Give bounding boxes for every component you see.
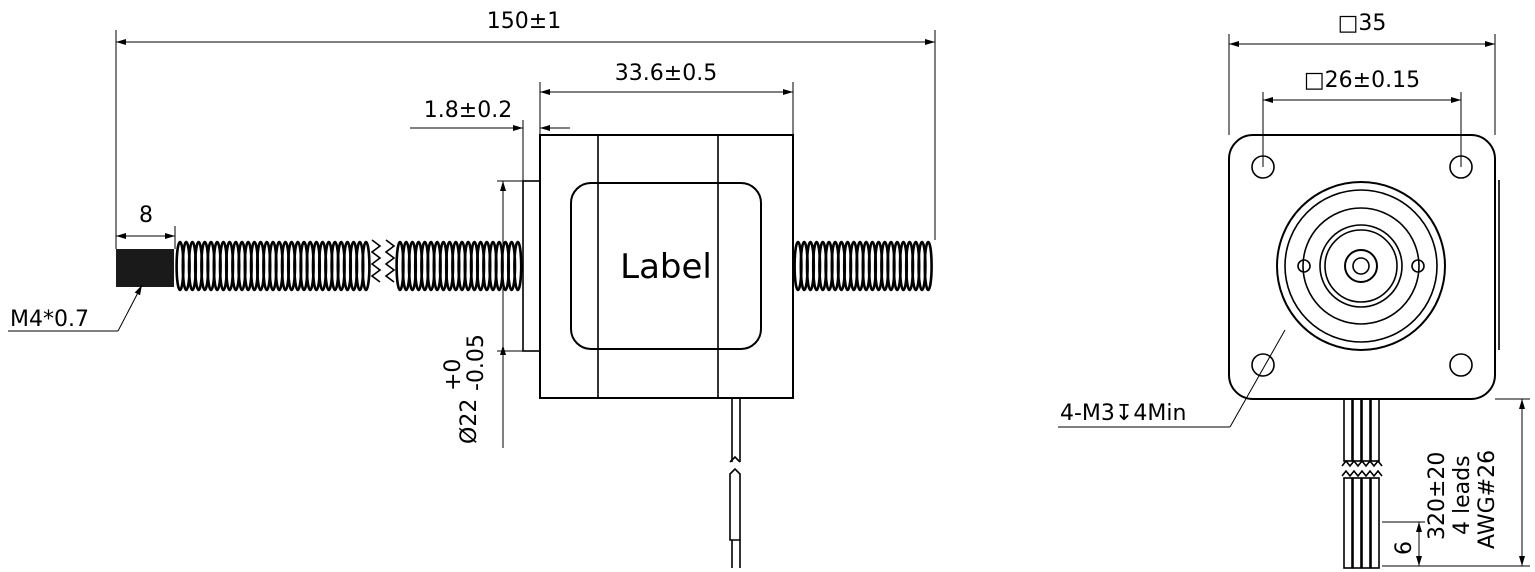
side-view: Label 150±1 33.6±0.5 1.8±0.2 <box>8 9 936 568</box>
dim-thread-length: 8 <box>116 203 176 249</box>
dim-hole-spacing: □26±0.15 <box>1262 68 1462 167</box>
boss-tol-plus-text: +0 <box>441 359 466 391</box>
flange-hole-left <box>1297 259 1311 273</box>
hole-spacing-text: □26±0.15 <box>1304 68 1420 93</box>
shaft-nut <box>1344 249 1378 283</box>
lead-3-upper <box>1361 398 1371 462</box>
face-ring-2 <box>1284 189 1438 343</box>
lead-2-lower <box>1352 477 1362 569</box>
wire-gauge-text: AWG#26 <box>1475 450 1500 549</box>
face-ring-3 <box>1302 207 1420 325</box>
label-text: Label <box>620 247 712 287</box>
threaded-end <box>116 249 174 287</box>
lead-1-upper <box>1343 398 1353 462</box>
screw-coils-left <box>175 240 371 292</box>
dim-lead-length: 320±20 4 leads AWG#26 <box>1382 398 1530 567</box>
thread-spec-text: M4*0.7 <box>10 307 89 332</box>
mount-hole-bottom-left <box>1251 353 1275 377</box>
lead-break-top <box>729 455 741 463</box>
lead-screw-thread <box>116 239 933 292</box>
boss-ring-inner <box>1324 229 1398 303</box>
dim-boss-diameter: Ø22 +0 -0.05 <box>441 180 540 448</box>
lead-break-upper <box>1341 459 1383 468</box>
dim-total-length: 150±1 <box>115 9 936 249</box>
dim-body-length: 33.6±0.5 <box>539 61 794 135</box>
screw-coils-right <box>793 240 933 292</box>
boss-ring <box>1319 224 1403 308</box>
shaft-center <box>1352 257 1370 275</box>
dim-strip-length: 6 <box>1382 521 1425 566</box>
lead-4-lower <box>1370 477 1380 569</box>
thread-coil <box>513 240 523 292</box>
end-view: □35 □26±0.15 4-M3↧4Min 320±20 4 leads AW… <box>1058 11 1530 569</box>
lead-3-lower <box>1361 477 1371 569</box>
mount-holes-text: 4-M3↧4Min <box>1060 401 1186 426</box>
leader-thread-spec: M4*0.7 <box>8 284 143 332</box>
lead-length-text: 320±20 <box>1425 452 1450 540</box>
lead-count-text: 4 leads <box>1450 455 1475 535</box>
face-outer-ring <box>1276 181 1446 351</box>
thread-length-text: 8 <box>139 203 153 228</box>
lead-break-lower <box>1341 469 1383 478</box>
motor-body <box>539 134 794 399</box>
boss-flange <box>522 180 541 352</box>
body-length-text: 33.6±0.5 <box>615 61 717 86</box>
lead-4-upper <box>1370 398 1380 462</box>
boss-diameter-text: Ø22 <box>457 399 482 444</box>
boss-height-text: 1.8±0.2 <box>424 98 512 123</box>
lead-2-upper <box>1352 398 1362 462</box>
label-area <box>570 182 762 350</box>
thread-coil <box>923 240 933 292</box>
dim-frame-size: □35 <box>1228 11 1496 135</box>
mount-hole-bottom-right <box>1449 353 1473 377</box>
total-length-text: 150±1 <box>487 9 561 34</box>
boss-tol-minus-text: -0.05 <box>464 334 489 391</box>
thread-coil <box>361 240 371 292</box>
end-view-leads <box>1341 398 1383 569</box>
strip-length-text: 6 <box>1392 541 1417 555</box>
lead-wire-lower <box>729 467 741 541</box>
flange-hole-right <box>1411 259 1425 273</box>
screw-coils-middle <box>395 240 523 292</box>
break-mark-right <box>384 239 396 283</box>
break-mark-left <box>370 239 382 283</box>
leader-mount-holes: 4-M3↧4Min <box>1058 329 1286 428</box>
dim-boss-height: 1.8±0.2 <box>410 98 570 181</box>
lead-1-lower <box>1343 477 1353 569</box>
frame-size-text: □35 <box>1338 11 1387 36</box>
